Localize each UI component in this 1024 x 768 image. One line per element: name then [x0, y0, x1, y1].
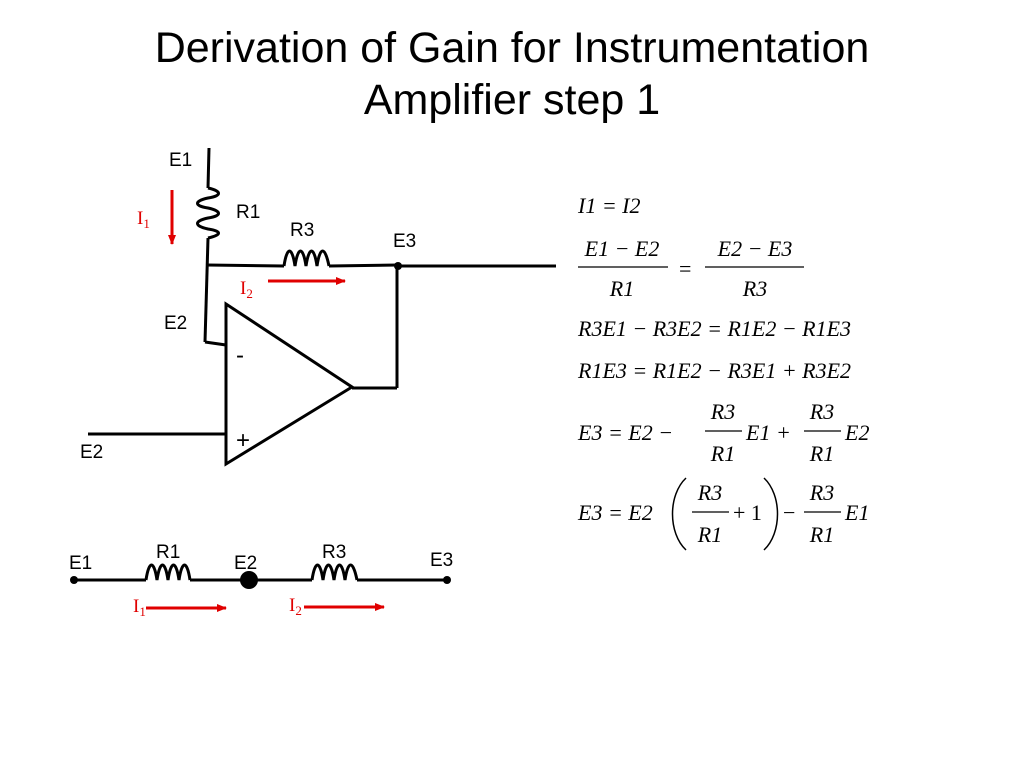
r3-resistor: [282, 249, 331, 267]
equation-2-left-numerator: E1 − E2: [584, 236, 660, 261]
equation-1: I1 = I2: [577, 193, 641, 218]
equation-6-lhs: E3 = E2: [577, 500, 653, 525]
series-label-e2: E2: [234, 553, 257, 574]
label-e2-noninverting: E2: [80, 442, 103, 463]
series-e3-dot: [443, 576, 451, 584]
equation-6-tail: E1: [844, 500, 869, 525]
label-r3: R3: [290, 220, 314, 241]
series-label-e1: E1: [69, 553, 92, 574]
equation-3: R3E1 − R3E2 = R1E2 − R1E3: [577, 316, 851, 341]
e3-node-dot: [394, 262, 402, 270]
series-label-i1: I1: [133, 596, 146, 619]
series-label-i2: I2: [289, 595, 302, 618]
series-r3-resistor: [310, 563, 359, 581]
label-i2: I2: [240, 278, 253, 301]
series-label-e3: E3: [430, 550, 453, 571]
equation-5-fraction-1-numerator: R3: [710, 399, 735, 424]
equation-5-middle: E1 +: [745, 420, 791, 445]
equation-2-right-denominator: R3: [742, 276, 767, 301]
series-e2-dot: [240, 571, 258, 589]
series-e1-dot: [70, 576, 78, 584]
series-diagram: [74, 563, 447, 582]
equation-5-tail: E2: [844, 420, 869, 445]
slide-title: Derivation of Gain for Instrumentation A…: [0, 22, 1024, 126]
equation-5-fraction-2-denominator: R1: [809, 441, 834, 466]
equation-6-left-paren: [671, 477, 687, 551]
equation-6-fraction-1-numerator: R3: [697, 480, 722, 505]
equation-6-right-paren: [763, 477, 779, 551]
label-e2-inverting: E2: [164, 313, 187, 334]
equation-4: R1E3 = R1E2 − R3E1 + R3E2: [577, 358, 851, 383]
label-r1: R1: [236, 202, 260, 223]
r3-left-wire: [206, 263, 285, 268]
label-e1: E1: [169, 150, 192, 171]
equation-6-fraction-1-denominator: R1: [697, 522, 722, 547]
series-label-r3: R3: [322, 542, 346, 563]
equations: I1 = I2 E1 − E2 R1 = E2 − E3 R3 R3E1 − R…: [577, 193, 869, 551]
label-i1: I1: [137, 208, 150, 231]
r3-right-wire: [328, 263, 399, 268]
e1-wire: [206, 147, 211, 189]
series-r1-resistor: [144, 563, 192, 581]
label-e3: E3: [393, 231, 416, 252]
equation-6-minus: −: [783, 500, 795, 525]
equation-6-plus-one: + 1: [733, 500, 762, 525]
opamp-circuit: [88, 147, 556, 467]
opamp-plus-sign: +: [236, 427, 250, 454]
equation-6-fraction-2-numerator: R3: [809, 480, 834, 505]
series-label-r1: R1: [156, 542, 180, 563]
e2-node-wire: [203, 237, 210, 343]
equation-5-lhs: E3 = E2 −: [577, 420, 673, 445]
equation-5-fraction-1-denominator: R1: [710, 441, 735, 466]
title-line-1: Derivation of Gain for Instrumentation: [154, 24, 870, 72]
equation-5-fraction-2-numerator: R3: [809, 399, 834, 424]
inverting-input-wire: [204, 340, 227, 347]
equation-6-fraction-2-denominator: R1: [809, 522, 834, 547]
opamp-minus-sign: -: [236, 342, 244, 369]
opamp-triangle: [224, 301, 355, 467]
title-line-2: Amplifier step 1: [363, 76, 661, 124]
equation-2-right-numerator: E2 − E3: [717, 236, 793, 261]
equation-2-left-denominator: R1: [609, 276, 634, 301]
equation-2-equals: =: [679, 256, 691, 281]
r1-resistor: [196, 186, 220, 240]
